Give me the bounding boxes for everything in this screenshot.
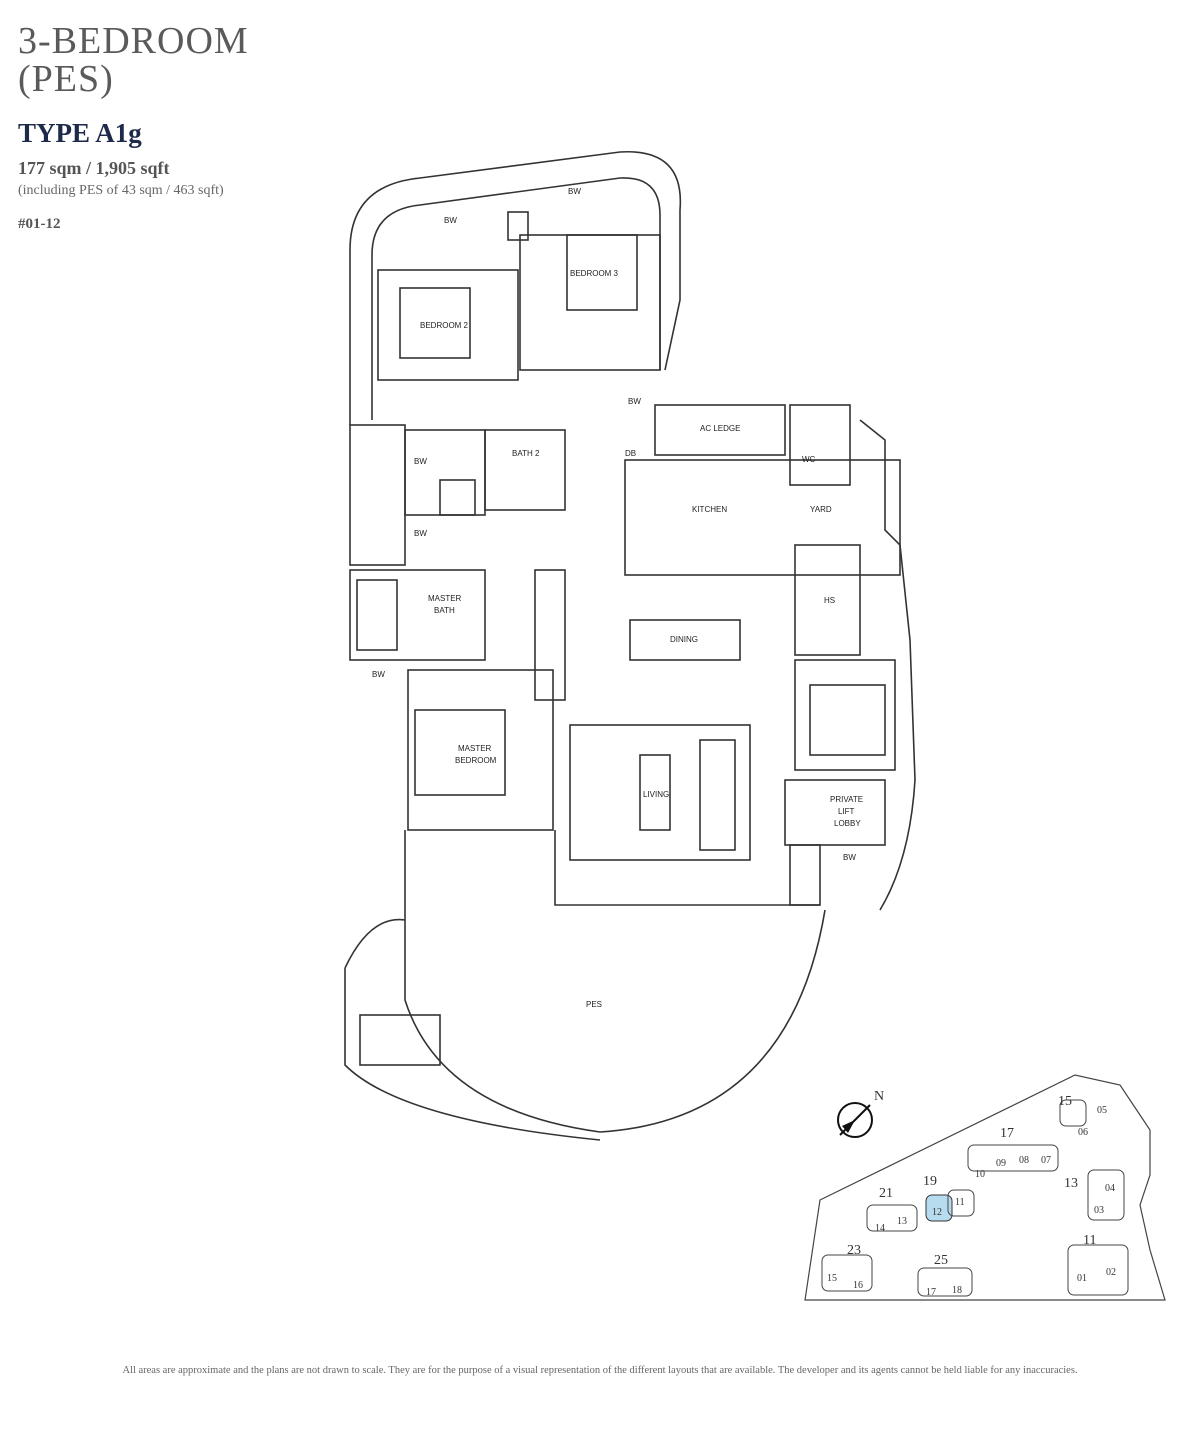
block-19: 19: [923, 1174, 937, 1189]
label-bw-3: BW: [628, 397, 641, 406]
label-yard: YARD: [810, 505, 832, 514]
north-label: N: [874, 1089, 884, 1104]
label-bw-7: BW: [843, 853, 856, 862]
bath2-ante: [404, 429, 486, 516]
inner-top-wall: [371, 177, 661, 420]
coffee-table: [639, 754, 671, 831]
bedroom2-outline: [377, 269, 519, 381]
unit-03: 03: [1094, 1205, 1104, 1216]
bw-strip: [349, 424, 406, 566]
dining-table: [629, 619, 741, 661]
pes-outer-curve: [344, 968, 601, 1141]
bath2: [484, 429, 566, 511]
title-line-2: (PES): [18, 58, 114, 100]
wc-outline: [789, 404, 851, 486]
private-lift-lobby: [784, 779, 886, 846]
title-line-1: 3-BEDROOM: [18, 20, 249, 62]
unit-18-site: 18: [952, 1285, 962, 1296]
master-bath-outline: [349, 569, 486, 661]
unit-07: 07: [1041, 1155, 1051, 1166]
block-11: 11: [1083, 1233, 1096, 1248]
lift-shaft: [794, 659, 896, 771]
unit-08: 08: [1019, 1155, 1029, 1166]
unit-12-site: 12: [932, 1207, 942, 1218]
bedroom3-bed: [566, 234, 638, 311]
label-bw-1: BW: [444, 216, 457, 225]
pes-stair-curve: [344, 918, 406, 969]
pes-outline: [404, 830, 826, 1133]
unit-02: 02: [1106, 1267, 1116, 1278]
site-plan: N 15 17 19 21 13 23 25 11 05 06 10 09 08…: [804, 1074, 1166, 1301]
kitchen-outline: [624, 459, 901, 576]
label-bw-4: BW: [414, 457, 427, 466]
bedroom3-outline: [519, 234, 661, 371]
disclaimer: All areas are approximate and the plans …: [122, 1365, 1078, 1376]
label-master-bath-1: MASTER: [428, 594, 462, 603]
block-25: 25: [934, 1253, 948, 1268]
unit-06: 06: [1078, 1127, 1088, 1138]
label-wc: WC: [802, 455, 816, 464]
unit-type: TYPE A1g: [18, 118, 142, 148]
sofa: [699, 739, 736, 851]
pes-steps: [359, 1014, 441, 1066]
column: [507, 211, 529, 241]
block-15: 15: [1058, 1094, 1072, 1109]
unit-10: 10: [975, 1169, 985, 1180]
label-living: LIVING: [643, 790, 669, 799]
label-bath2: BATH 2: [512, 449, 540, 458]
right-wall: [859, 419, 916, 911]
unit-17-site: 17: [926, 1287, 936, 1298]
master-bedroom-outline: [407, 669, 554, 831]
unit-13-site: 13: [897, 1216, 907, 1227]
label-pes: PES: [586, 1000, 602, 1009]
bathtub: [356, 579, 398, 651]
unit-05: 05: [1097, 1105, 1107, 1116]
label-kitchen: KITCHEN: [692, 505, 727, 514]
unit-area-note: (including PES of 43 sqm / 463 sqft): [18, 183, 224, 198]
label-ac-ledge: AC LEDGE: [700, 424, 740, 433]
unit-04: 04: [1105, 1183, 1115, 1194]
unit-09: 09: [996, 1158, 1006, 1169]
shower: [439, 479, 476, 516]
unit-01: 01: [1077, 1273, 1087, 1284]
wardrobe: [534, 569, 566, 701]
unit-14-site: 14: [875, 1223, 885, 1234]
label-master-bedroom-1: MASTER: [458, 744, 492, 753]
label-lobby-1: PRIVATE: [830, 795, 863, 804]
label-bw-5: BW: [414, 529, 427, 538]
bedroom2-bed: [399, 287, 471, 359]
label-bedroom2: BEDROOM 2: [420, 321, 469, 330]
unit-15-site: 15: [827, 1273, 837, 1284]
unit-area: 177 sqm / 1,905 sqft: [18, 158, 170, 178]
label-lobby-3: LOBBY: [834, 819, 861, 828]
label-bedroom3: BEDROOM 3: [570, 269, 619, 278]
highlighted-unit: [925, 1194, 953, 1222]
living-outline: [569, 724, 751, 861]
lift-car: [809, 684, 886, 756]
label-dining: DINING: [670, 635, 698, 644]
page-title: 3-BEDROOM (PES): [18, 22, 249, 98]
block-21: 21: [879, 1186, 893, 1201]
unit-16-site: 16: [853, 1280, 863, 1291]
label-master-bath-2: BATH: [434, 606, 455, 615]
block-13: 13: [1064, 1176, 1078, 1191]
label-bw-6: BW: [372, 670, 385, 679]
block-17: 17: [1000, 1126, 1014, 1141]
unit-number: #01-12: [18, 216, 61, 232]
master-bed: [414, 709, 506, 796]
block-23: 23: [847, 1243, 861, 1258]
unit-11-site: 11: [955, 1197, 965, 1208]
living-outer-wall: [554, 830, 820, 906]
label-master-bedroom-2: BEDROOM: [455, 756, 497, 765]
label-hs: HS: [824, 596, 835, 605]
label-lobby-2: LIFT: [838, 807, 855, 816]
north-compass-icon: [837, 1102, 873, 1138]
household-shelter: [794, 544, 861, 656]
label-db: DB: [625, 449, 636, 458]
outer-top-wall: [349, 151, 682, 425]
ac-ledge: [654, 404, 786, 456]
label-bw-2: BW: [568, 187, 581, 196]
lobby-bw: [789, 844, 821, 906]
